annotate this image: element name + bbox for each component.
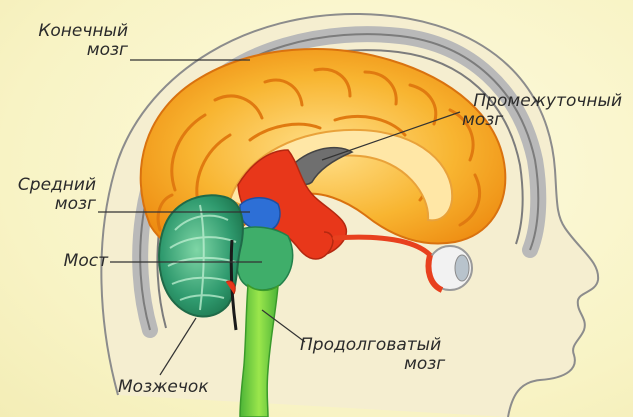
label-diencephalon: Промежуточный мозг [462, 92, 622, 130]
label-midbrain-line1: Средний [0, 176, 96, 195]
label-telencephalon-line1: Конечный [18, 22, 128, 41]
label-telencephalon-line2: мозг [18, 41, 128, 60]
label-cerebellum-line1: Мозжечок [118, 378, 238, 397]
label-midbrain: Средний мозг [0, 176, 96, 214]
label-midbrain-line2: мозг [0, 195, 96, 214]
label-pons: Мост [20, 252, 108, 271]
label-medulla-line2: мозг [300, 355, 480, 374]
label-diencephalon-line2: мозг [462, 111, 622, 130]
label-telencephalon: Конечный мозг [18, 22, 128, 60]
label-cerebellum: Мозжечок [118, 378, 238, 397]
label-medulla: Продолговатый мозг [300, 336, 480, 374]
label-pons-line1: Мост [20, 252, 108, 271]
label-diencephalon-line1: Промежуточный [462, 92, 622, 111]
label-medulla-line1: Продолговатый [300, 336, 480, 355]
